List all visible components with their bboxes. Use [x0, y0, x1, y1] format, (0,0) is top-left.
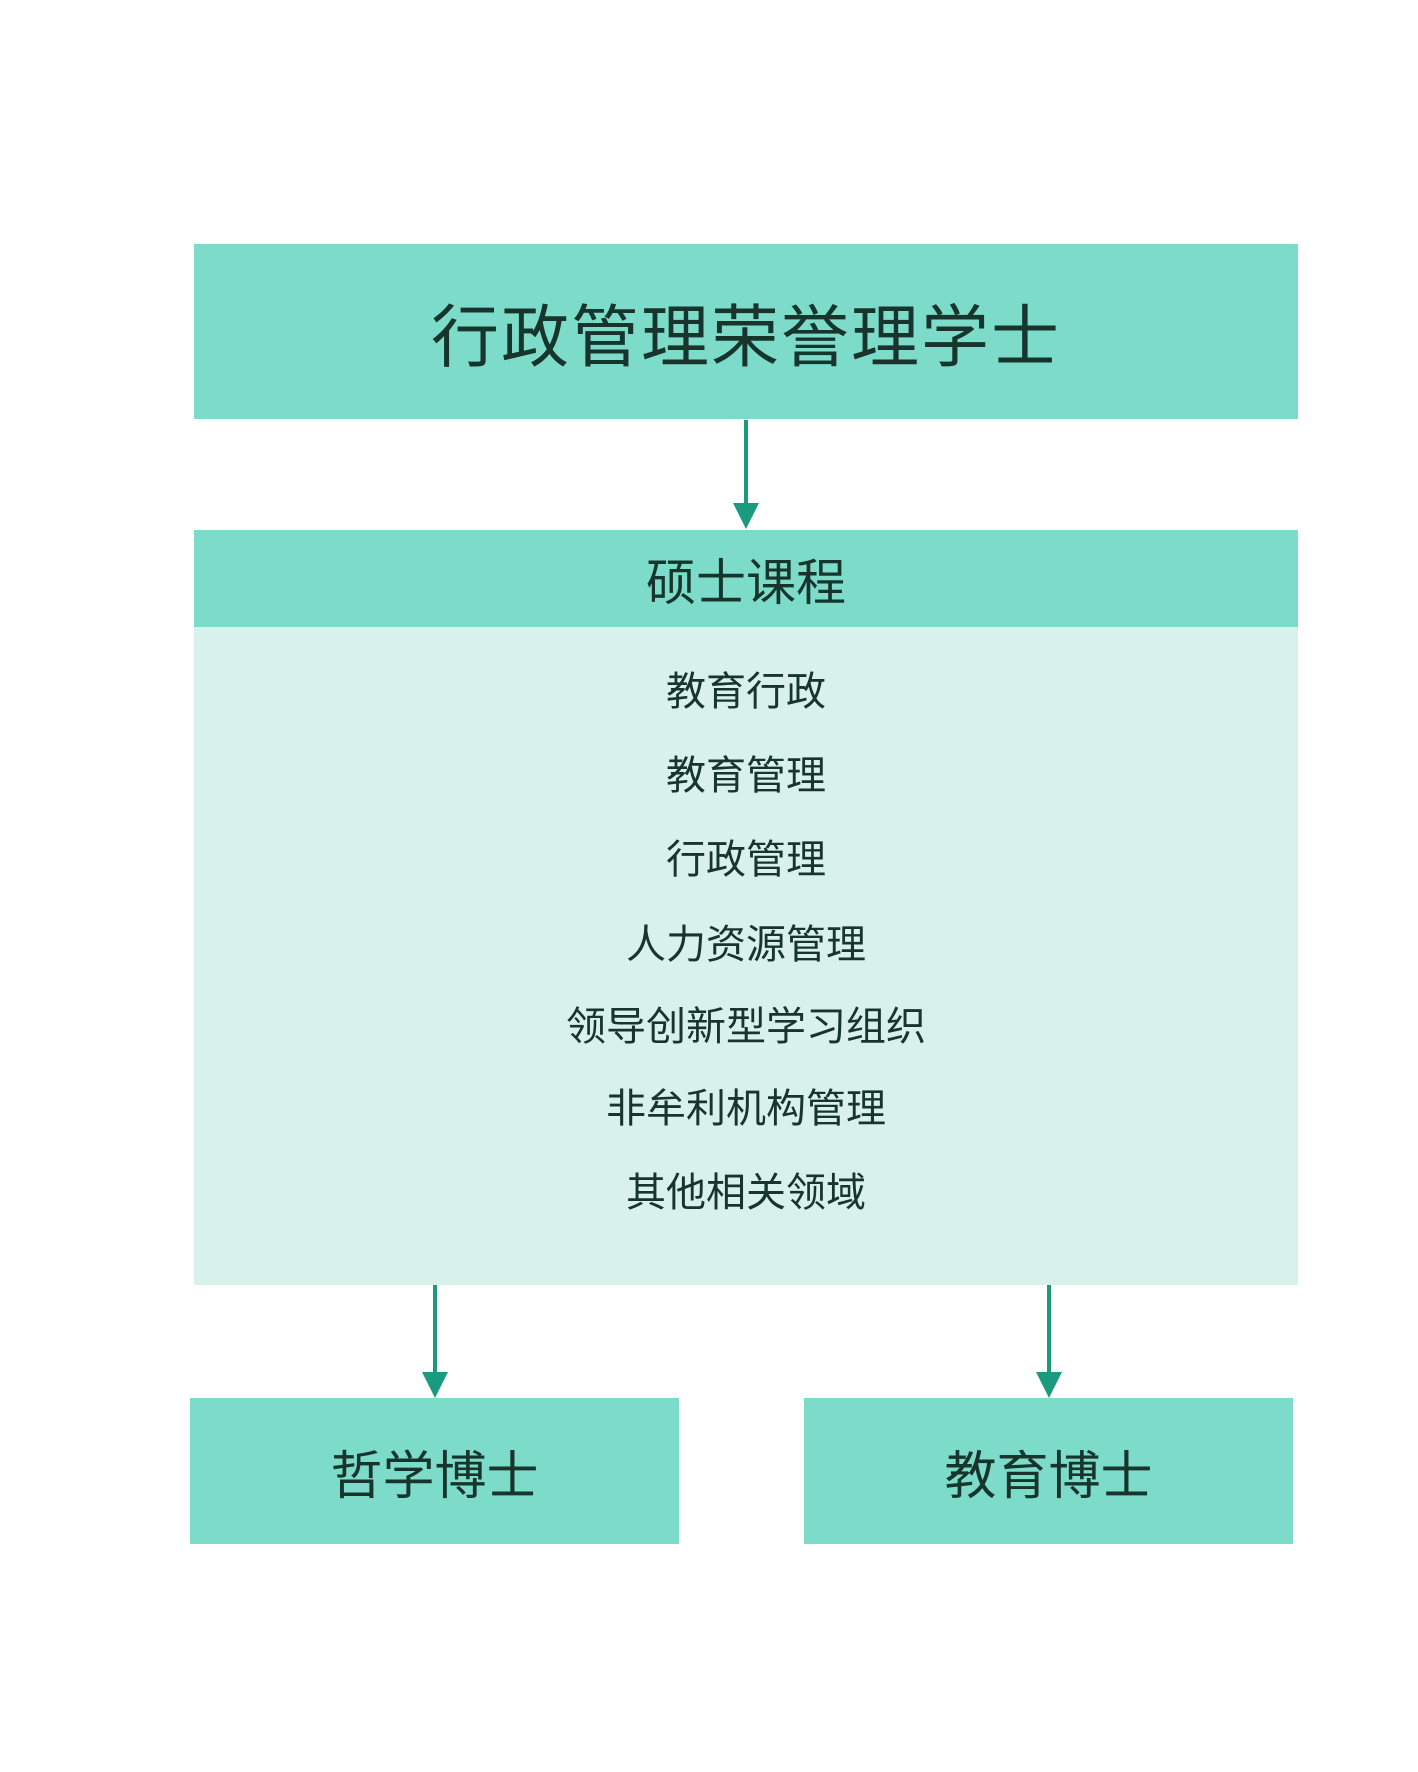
edd-label: 教育博士 — [944, 1446, 1153, 1507]
masters-header: 硕士课程 — [194, 530, 1298, 627]
edd-box: 教育博士 — [804, 1398, 1293, 1544]
bachelor-degree-box: 行政管理荣誉理学士 — [194, 244, 1298, 419]
course-item: 教育行政 — [666, 669, 826, 715]
masters-course-list: 教育行政 教育管理 行政管理 人力资源管理 领导创新型学习组织 非牟利机构管理 … — [194, 627, 1298, 1285]
course-item: 教育管理 — [666, 753, 826, 799]
course-item: 行政管理 — [666, 837, 826, 883]
course-item: 人力资源管理 — [626, 922, 866, 968]
bachelor-degree-label: 行政管理荣誉理学士 — [430, 299, 1061, 378]
arrow-masters-to-edd — [1036, 1285, 1062, 1398]
course-item: 领导创新型学习组织 — [566, 1004, 926, 1050]
arrow-masters-to-phd — [422, 1285, 448, 1398]
phd-box: 哲学博士 — [190, 1398, 679, 1544]
course-item: 非牟利机构管理 — [606, 1086, 886, 1132]
course-item: 其他相关领域 — [626, 1170, 866, 1216]
phd-label: 哲学博士 — [330, 1446, 539, 1507]
arrow-top-to-masters — [733, 420, 759, 529]
masters-title: 硕士课程 — [646, 553, 846, 612]
